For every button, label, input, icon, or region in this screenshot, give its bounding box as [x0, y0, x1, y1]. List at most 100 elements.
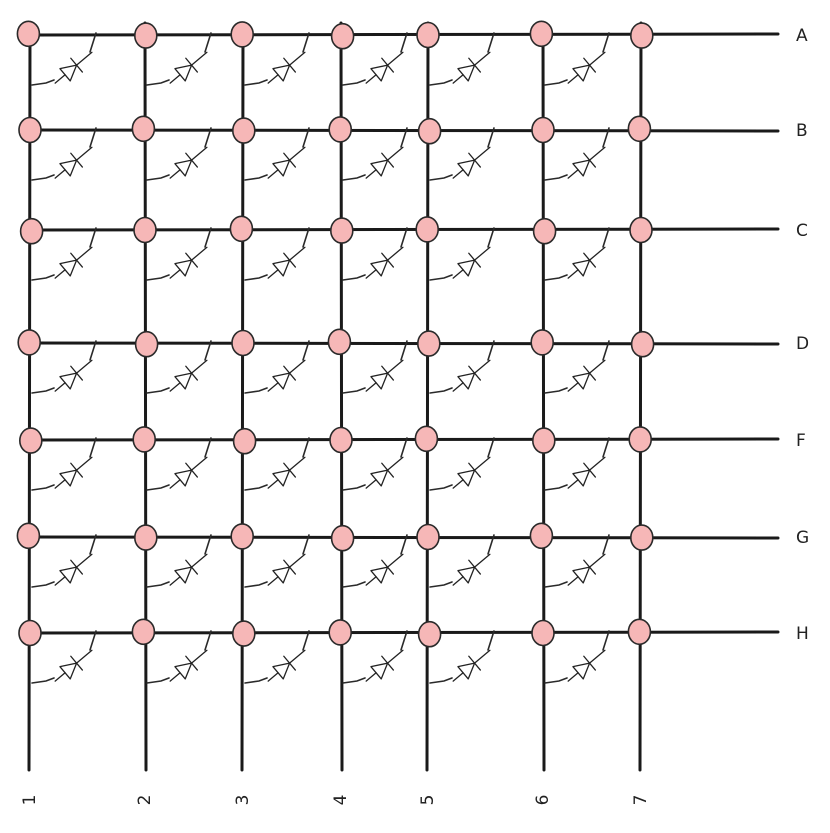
diode-cell	[429, 127, 495, 181]
diode-cell	[544, 127, 610, 181]
diode-lead	[89, 630, 97, 651]
junction-node	[16, 522, 41, 550]
junction-node	[230, 523, 254, 550]
diode-symbol	[267, 146, 306, 179]
diode-symbol	[365, 246, 404, 279]
junction-node	[417, 620, 442, 648]
diode-cells	[31, 32, 610, 684]
diode-lead	[602, 32, 610, 53]
diode-symbol	[452, 51, 491, 84]
diode-symbol	[365, 146, 404, 179]
diode-lead	[146, 79, 170, 86]
diode-cell	[31, 127, 97, 181]
junction-node	[132, 426, 156, 453]
diode-symbol	[365, 51, 404, 84]
diode-lead	[400, 340, 408, 361]
column-wire	[638, 21, 643, 772]
diode-cell	[544, 437, 610, 491]
junction-node	[627, 618, 652, 646]
diode-cell	[429, 437, 495, 491]
junction-node	[414, 425, 439, 453]
diode-symbol	[267, 649, 306, 682]
diode-cell	[31, 227, 97, 281]
diode-symbol	[169, 146, 208, 179]
diode-cell	[244, 32, 310, 86]
diode-lead	[342, 484, 366, 491]
column-label: 1	[20, 795, 40, 806]
junction-node	[18, 116, 42, 144]
diode-cell	[342, 32, 408, 86]
diode-cell	[244, 534, 310, 588]
junction-node	[630, 330, 655, 358]
junction-node	[529, 20, 554, 48]
diode-lead	[146, 174, 170, 181]
diode-lead	[146, 677, 170, 684]
diode-lead	[400, 32, 408, 53]
diode-lead	[544, 79, 568, 86]
row-label: G	[796, 528, 809, 548]
diode-cell	[146, 127, 212, 181]
diode-lead	[204, 534, 212, 555]
diode-cell	[342, 127, 408, 181]
diode-lead	[31, 274, 55, 281]
diode-symbol	[54, 649, 93, 682]
junction-node	[416, 523, 440, 551]
diode-lead	[602, 340, 610, 361]
diode-lead	[602, 437, 610, 458]
diode-symbol	[267, 246, 306, 279]
diode-lead	[31, 581, 55, 588]
diode-symbol	[567, 553, 606, 586]
junction-node	[232, 117, 256, 144]
diode-symbol	[54, 51, 93, 84]
diode-lead	[602, 227, 610, 248]
diode-cell	[429, 534, 495, 588]
diode-lead	[31, 484, 55, 491]
diode-lead	[342, 581, 366, 588]
junction-node	[328, 619, 353, 646]
diode-symbol	[169, 649, 208, 682]
diode-cell	[146, 437, 212, 491]
diode-symbol	[567, 51, 606, 84]
junction-node	[134, 22, 158, 49]
diode-cell	[31, 437, 97, 491]
diode-symbol	[169, 456, 208, 489]
diode-symbol	[567, 146, 606, 179]
diode-lead	[244, 387, 268, 394]
diode-symbol	[54, 246, 93, 279]
diode-lead	[204, 340, 212, 361]
diode-lead	[544, 581, 568, 588]
diode-symbol	[169, 51, 208, 84]
column-label: 7	[631, 795, 651, 806]
diode-lead	[429, 581, 453, 588]
junction-node	[230, 21, 254, 48]
diode-lead	[31, 174, 55, 181]
junction-node	[18, 427, 43, 454]
column-label: 4	[331, 795, 351, 806]
diode-lead	[302, 127, 310, 148]
diode-lead	[244, 581, 268, 588]
junction-node	[328, 116, 353, 143]
diode-symbol	[452, 359, 491, 392]
diode-lead	[302, 630, 310, 651]
diode-cell	[429, 630, 495, 684]
junction-node	[329, 426, 353, 454]
column-label: 2	[135, 795, 155, 806]
diode-symbol	[169, 246, 208, 279]
diode-lead	[31, 387, 55, 394]
diode-symbol	[54, 146, 93, 179]
diode-lead	[400, 127, 408, 148]
junction-node	[330, 524, 355, 552]
diode-lead	[302, 437, 310, 458]
diode-lead	[487, 32, 495, 53]
diode-symbol	[567, 456, 606, 489]
column-label: 6	[533, 795, 553, 806]
junction-node	[327, 328, 352, 356]
diode-lead	[146, 484, 170, 491]
diode-lead	[544, 274, 568, 281]
diode-lead	[244, 174, 268, 181]
diode-symbol	[169, 553, 208, 586]
diode-lead	[487, 534, 495, 555]
diode-cell	[544, 340, 610, 394]
junction-node	[531, 619, 555, 647]
